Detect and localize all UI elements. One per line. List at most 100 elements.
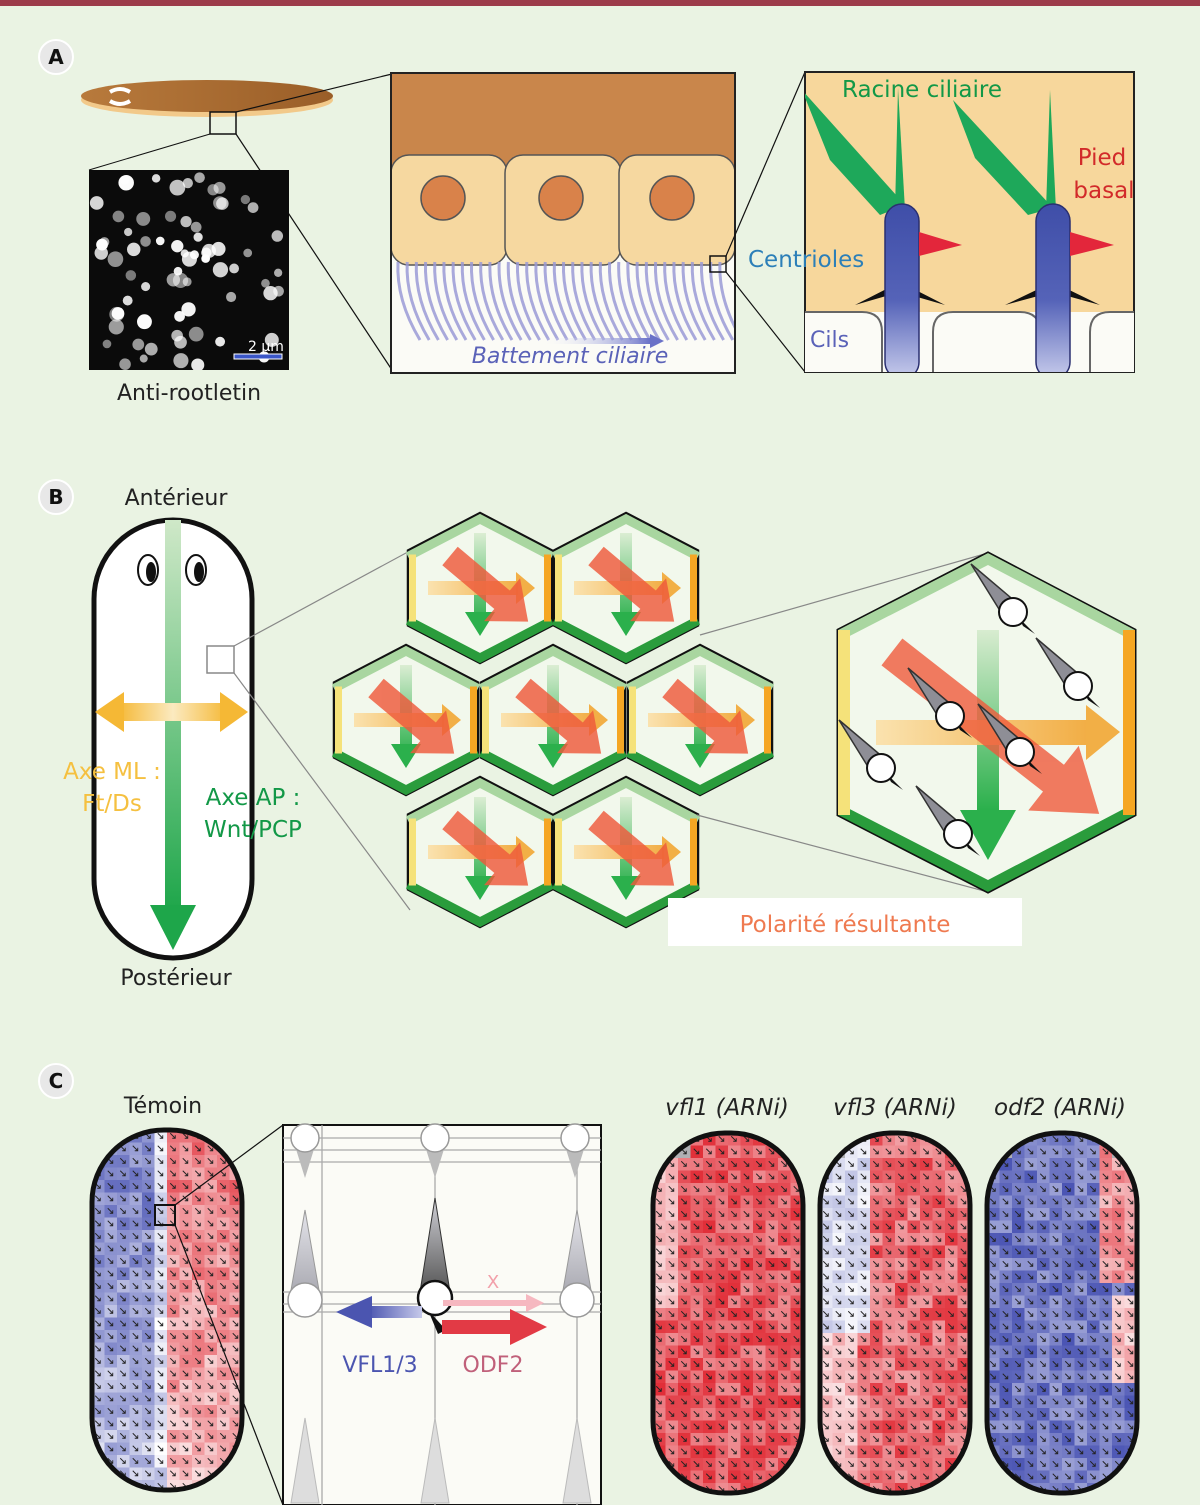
rootlet-spot xyxy=(125,270,137,281)
zoom-box-small xyxy=(709,255,727,273)
polarity-arrow xyxy=(755,1385,762,1392)
polarity-arrow xyxy=(207,1245,214,1252)
polarity-arrow xyxy=(730,1285,737,1292)
polarity-arrow xyxy=(693,1398,700,1405)
polarity-arrow xyxy=(860,1448,867,1455)
polarity-arrow xyxy=(655,1373,662,1380)
polarity-arrow xyxy=(793,1235,800,1242)
polarity-arrow xyxy=(743,1360,750,1367)
polarity-arrow xyxy=(922,1435,929,1442)
polarity-arrow xyxy=(847,1135,854,1142)
polarity-arrow xyxy=(1052,1460,1059,1467)
polarity-arrow xyxy=(207,1295,214,1302)
polarity-arrow xyxy=(989,1373,996,1380)
polarity-arrow xyxy=(107,1207,114,1214)
polarity-arrow xyxy=(1039,1348,1046,1355)
polarity-arrow xyxy=(935,1485,942,1492)
polarity-arrow xyxy=(144,1420,151,1427)
polarity-arrow xyxy=(768,1398,775,1405)
polarity-arrow xyxy=(768,1410,775,1417)
polarity-arrow xyxy=(897,1423,904,1430)
polarity-arrow xyxy=(897,1448,904,1455)
polarity-arrow xyxy=(935,1260,942,1267)
polarity-arrow xyxy=(730,1348,737,1355)
polarity-arrow xyxy=(1064,1173,1071,1180)
polarity-arrow xyxy=(232,1257,239,1264)
polarity-arrow xyxy=(169,1307,176,1314)
rootlet-spot xyxy=(120,175,130,185)
polarity-arrow xyxy=(144,1182,151,1189)
polarity-arrow xyxy=(793,1398,800,1405)
polarity-arrow xyxy=(119,1457,126,1464)
polarity-arrow xyxy=(847,1198,854,1205)
polarity-arrow xyxy=(885,1423,892,1430)
polarity-arrow xyxy=(705,1235,712,1242)
cilium xyxy=(433,261,459,341)
polarity-arrow xyxy=(947,1335,954,1342)
cilium xyxy=(571,261,597,341)
polarity-arrow xyxy=(768,1135,775,1142)
posterior-label: Postérieur xyxy=(120,966,232,991)
polarity-arrow xyxy=(935,1210,942,1217)
polarity-arrow xyxy=(1077,1248,1084,1255)
polarity-arrow xyxy=(935,1423,942,1430)
polarity-arrow xyxy=(1052,1160,1059,1167)
polarity-arrow xyxy=(1077,1135,1084,1142)
polarity-arrow xyxy=(1077,1435,1084,1442)
polarity-arrow xyxy=(947,1298,954,1305)
cilium xyxy=(552,261,578,341)
polarity-arrow xyxy=(680,1160,687,1167)
polarity-arrow xyxy=(885,1410,892,1417)
polarity-arrow xyxy=(1089,1185,1096,1192)
polarity-arrow xyxy=(94,1270,101,1277)
polarity-arrow xyxy=(793,1273,800,1280)
polarity-arrow xyxy=(1014,1235,1021,1242)
polarity-arrow xyxy=(743,1423,750,1430)
polarity-arrow xyxy=(219,1370,226,1377)
polarity-arrow xyxy=(1089,1160,1096,1167)
polarity-arrow xyxy=(872,1285,879,1292)
polarity-arrow xyxy=(94,1370,101,1377)
polarity-arrow xyxy=(1089,1348,1096,1355)
rootlet-spot xyxy=(102,339,112,349)
polarity-arrow xyxy=(743,1410,750,1417)
polarity-arrow xyxy=(132,1295,139,1302)
polarity-arrow xyxy=(885,1360,892,1367)
polarity-arrow xyxy=(793,1248,800,1255)
polarity-arrow xyxy=(107,1357,114,1364)
polarity-arrow xyxy=(910,1435,917,1442)
polarity-arrow xyxy=(680,1360,687,1367)
polarity-arrow xyxy=(835,1285,842,1292)
polarity-arrow xyxy=(194,1170,201,1177)
polarity-arrow xyxy=(668,1298,675,1305)
polarity-arrow xyxy=(194,1382,201,1389)
polarity-arrow xyxy=(989,1485,996,1492)
polarity-arrow xyxy=(1027,1160,1034,1167)
polarity-arrow xyxy=(730,1298,737,1305)
polarity-arrow xyxy=(922,1348,929,1355)
polarity-arrow xyxy=(680,1285,687,1292)
polarity-arrow xyxy=(935,1435,942,1442)
polarity-arrow xyxy=(1039,1260,1046,1267)
polarity-arrow xyxy=(207,1382,214,1389)
polarity-arrow xyxy=(835,1210,842,1217)
polarity-arrow xyxy=(835,1473,842,1480)
polarity-arrow xyxy=(947,1185,954,1192)
polarity-arrow xyxy=(718,1173,725,1180)
polarity-arrow xyxy=(1089,1373,1096,1380)
panel-b-letter: B xyxy=(48,485,63,509)
polarity-arrow xyxy=(822,1160,829,1167)
polarity-arrow xyxy=(1002,1198,1009,1205)
polarity-arrow xyxy=(232,1420,239,1427)
polarity-arrow xyxy=(989,1323,996,1330)
basal-body xyxy=(420,1123,450,1153)
polarity-arrow xyxy=(1039,1460,1046,1467)
polarity-arrow xyxy=(119,1170,126,1177)
polarity-arrow xyxy=(1064,1260,1071,1267)
polarity-arrow xyxy=(1052,1448,1059,1455)
polarity-arrow xyxy=(897,1185,904,1192)
polarity-arrow xyxy=(668,1235,675,1242)
polarity-arrow xyxy=(144,1232,151,1239)
cilium xyxy=(635,261,661,341)
polarity-arrow xyxy=(132,1195,139,1202)
